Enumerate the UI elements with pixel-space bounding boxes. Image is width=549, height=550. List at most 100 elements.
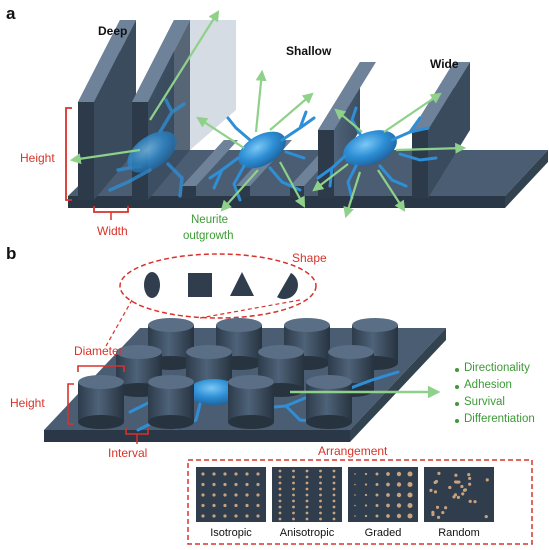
deep-label: Deep [98, 24, 128, 38]
arrangement-dot [354, 494, 356, 496]
arrangement-dot [319, 511, 322, 515]
arrangement-dot [364, 493, 368, 497]
arrangement-dot [234, 503, 238, 508]
arrangement-isotropic-swatch [196, 467, 266, 522]
arrangement-dot [212, 503, 216, 508]
arrangement-dot [212, 482, 216, 487]
arrangement-dot [292, 505, 295, 509]
neurite-label-line2: outgrowth [183, 230, 234, 242]
effect-differentiation: Differentiation [464, 413, 535, 425]
substrate-base-right [505, 150, 548, 208]
arrangement-dot [245, 472, 249, 476]
arrangement-dot [429, 488, 433, 492]
arrangement-dot [319, 505, 322, 509]
arrangement-dot [278, 499, 282, 503]
height-bracket-b [67, 383, 74, 425]
arrangement-dot [375, 483, 379, 486]
graded-dots [354, 471, 413, 519]
arrangement-dot [305, 469, 309, 473]
arrangement-dot [319, 493, 322, 497]
arrangement-dot [364, 514, 368, 518]
shape-label: Shape [292, 251, 327, 265]
arrangement-dot [292, 511, 295, 515]
arrangement-dot [375, 514, 379, 518]
arrangement-dot [201, 514, 205, 518]
effect-survival: Survival [464, 396, 505, 408]
arrangement-dot [375, 493, 379, 497]
shape-callout-link-right [199, 299, 301, 319]
isotropic-dots [201, 472, 260, 518]
arrangement-dot [234, 493, 238, 497]
arrangement-dot [437, 471, 441, 475]
arrangement-dot [292, 499, 295, 503]
arrangement-dot [292, 517, 295, 521]
arrangement-dot [223, 493, 227, 497]
anisotropic-dots [278, 469, 336, 521]
arrangement-label: Arrangement [318, 444, 388, 458]
pillar-substrate-right [350, 328, 446, 442]
shape-callout-link-left [105, 299, 133, 347]
neuron-shallow [208, 110, 316, 202]
arrangement-dot [292, 469, 295, 473]
arrangement-dot [452, 495, 456, 499]
diameter-bracket [77, 365, 125, 372]
arrangement-box [187, 459, 533, 545]
width-label: Width [97, 224, 128, 238]
wide-label: Wide [430, 57, 459, 71]
arrangement-dot [407, 471, 413, 477]
arrangement-dot [292, 487, 295, 491]
arrangement-dot [278, 517, 282, 521]
height-bracket-a [65, 107, 72, 201]
arrangement-random-swatch [424, 467, 494, 522]
arrangement-dot [436, 515, 441, 519]
arrangement-dot [278, 493, 282, 497]
effect-adhesion: Adhesion [464, 379, 512, 391]
arrangement-dot [245, 514, 249, 518]
effect-directionality: Directionality [464, 362, 530, 374]
arrangement-dot [332, 469, 336, 473]
arrangement-dot [201, 493, 205, 497]
arrangement-dot [455, 480, 459, 484]
arrangement-dot [223, 472, 227, 476]
height-label-b: Height [10, 396, 45, 410]
neuron-deep [108, 98, 186, 198]
arrangement-dot [305, 475, 309, 479]
arrangement-dot [256, 482, 260, 487]
arrangement-dot [386, 503, 390, 508]
arrangement-dot [212, 514, 216, 518]
arrangement-dot [435, 505, 440, 509]
arrangement-anisotropic-label: Anisotropic [279, 527, 335, 539]
arrangement-dot [396, 492, 402, 498]
arrangement-dot [468, 499, 472, 504]
arrangement-dot [386, 472, 390, 476]
arrangement-dot [234, 482, 238, 487]
arrangement-dot [305, 505, 309, 509]
arrangement-dot [407, 513, 413, 519]
arrangement-dot [223, 482, 227, 487]
arrangement-dot [278, 511, 282, 515]
arrangement-dot [292, 493, 295, 497]
arrangement-dot [278, 475, 282, 479]
shallow-label: Shallow [286, 44, 332, 58]
arrangement-dot [319, 499, 322, 503]
outgrowth-arrows [69, 10, 467, 219]
arrangement-dot [292, 475, 295, 479]
arrangement-dot [212, 493, 216, 497]
arrangement-dot [354, 473, 356, 475]
arrangement-dot [375, 472, 379, 476]
random-dots [429, 471, 489, 519]
arrangement-dot [201, 482, 205, 487]
panel-a-scene [65, 10, 548, 220]
arrangement-graded-label: Graded [364, 527, 402, 539]
shape-callout [119, 253, 317, 319]
arrangement-dot [256, 493, 260, 497]
shape-semicircle [277, 272, 298, 299]
arrangement-dot [396, 471, 402, 477]
arrangement-dot [305, 487, 309, 491]
arrangement-dot [444, 506, 448, 510]
arrangement-dot [407, 481, 413, 488]
arrangement-dot [278, 469, 282, 473]
panel-b-letter: b [6, 244, 17, 263]
arrangement-dot [448, 485, 452, 490]
arrangement-dot [364, 483, 368, 486]
